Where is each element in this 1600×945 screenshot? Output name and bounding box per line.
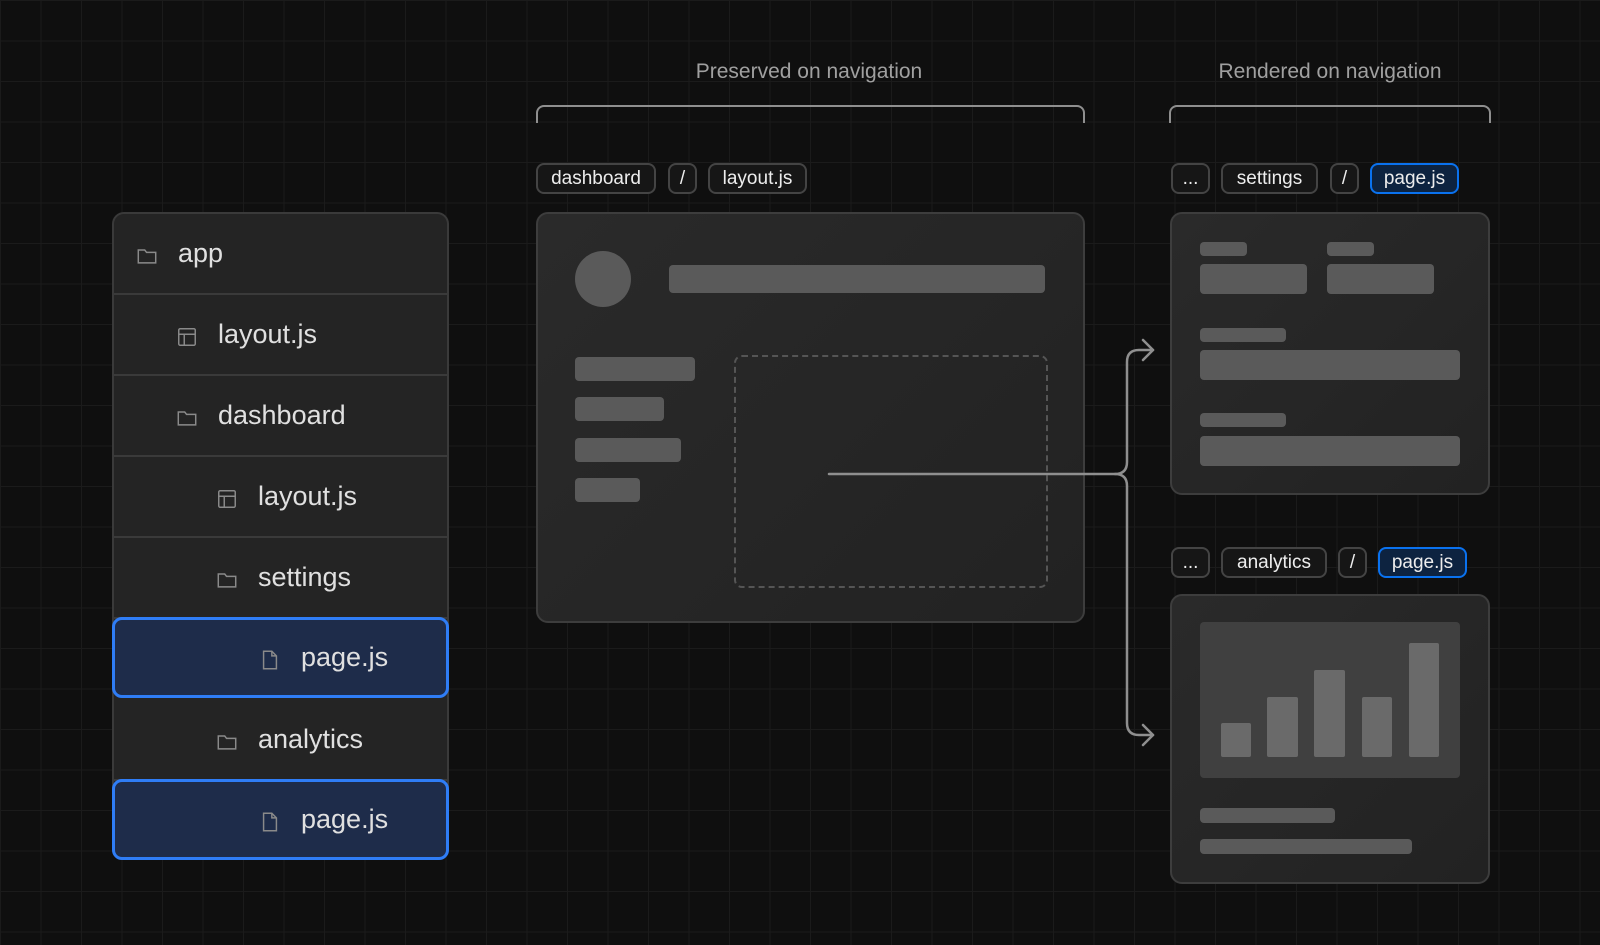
input-placeholder: [1200, 436, 1460, 466]
text-placeholder: [1200, 808, 1335, 823]
nav-placeholder: [575, 397, 664, 421]
tree-item[interactable]: app: [114, 214, 447, 295]
tree-item-label: app: [178, 238, 224, 268]
rendered-heading: Rendered on navigation: [1218, 60, 1442, 83]
breadcrumb-ellipsis: ...: [1171, 547, 1210, 578]
tree-item[interactable]: page.js: [112, 779, 449, 860]
text-placeholder: [1200, 839, 1412, 854]
nav-placeholder: [575, 478, 640, 502]
folder-icon: [136, 243, 158, 265]
layout-icon: [176, 324, 198, 346]
breadcrumb-layout: layout.js: [708, 163, 807, 194]
chart-bar: [1267, 697, 1298, 757]
breadcrumb-dashboard: dashboard: [536, 163, 656, 194]
breadcrumb-analytics: analytics: [1221, 547, 1327, 578]
breadcrumb-settings: settings: [1221, 163, 1318, 194]
layout-icon: [216, 486, 238, 508]
tree-item-label: layout.js: [218, 319, 318, 349]
breadcrumb-separator: /: [1330, 163, 1359, 194]
breadcrumb-separator: /: [1338, 547, 1367, 578]
chart-bar: [1362, 697, 1392, 757]
label-placeholder: [1200, 413, 1286, 427]
nav-placeholder: [575, 357, 695, 381]
tree-item-label: settings: [258, 562, 352, 592]
page-slot: [734, 355, 1048, 588]
chart-bar: [1314, 670, 1345, 757]
tree-item[interactable]: page.js: [112, 617, 449, 698]
chart-placeholder: [1200, 622, 1460, 778]
breadcrumb-page: page.js: [1378, 547, 1467, 578]
folder-icon: [176, 405, 198, 427]
label-placeholder: [1200, 328, 1286, 342]
tree-item[interactable]: dashboard: [114, 376, 447, 457]
tree-item-label: layout.js: [258, 481, 358, 511]
tree-item-label: dashboard: [218, 400, 346, 430]
breadcrumb-ellipsis: ...: [1171, 163, 1210, 194]
folder-icon: [216, 729, 238, 751]
arrow-to-analytics: [1113, 472, 1155, 737]
avatar-placeholder: [575, 251, 631, 307]
analytics-page-card: [1170, 594, 1490, 884]
header-placeholder: [669, 265, 1045, 293]
folder-icon: [216, 567, 238, 589]
label-placeholder: [1200, 242, 1247, 256]
preserved-heading: Preserved on navigation: [695, 60, 923, 83]
breadcrumb-separator: /: [668, 163, 697, 194]
label-placeholder: [1327, 242, 1374, 256]
tree-item[interactable]: layout.js: [114, 457, 447, 538]
tree-item[interactable]: layout.js: [114, 295, 447, 376]
tree-item-label: analytics: [258, 724, 364, 754]
input-placeholder: [1200, 264, 1307, 294]
file-icon: [259, 809, 281, 831]
settings-page-card: [1170, 212, 1490, 495]
file-tree: app layout.js dashboard layout.js settings pa…: [112, 212, 449, 860]
preserved-bracket: [536, 105, 1085, 123]
tree-item-label: page.js: [301, 804, 389, 834]
rendered-bracket: [1169, 105, 1491, 123]
chart-bar: [1221, 723, 1251, 757]
layout-preview-card: [536, 212, 1085, 623]
input-placeholder: [1200, 350, 1460, 380]
file-icon: [259, 647, 281, 669]
input-placeholder: [1327, 264, 1434, 294]
chart-bar: [1409, 643, 1439, 757]
breadcrumb-page: page.js: [1370, 163, 1459, 194]
tree-item-label: page.js: [301, 642, 389, 672]
nav-placeholder: [575, 438, 681, 462]
arrow-to-settings: [827, 348, 1155, 476]
